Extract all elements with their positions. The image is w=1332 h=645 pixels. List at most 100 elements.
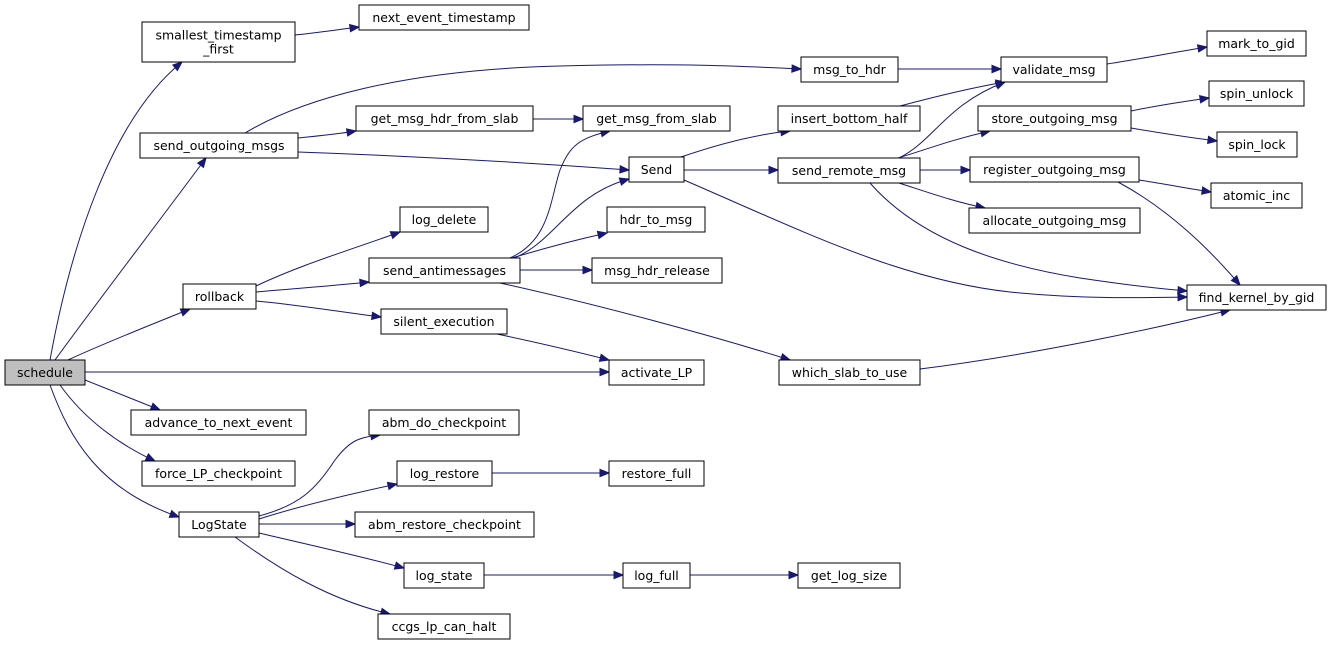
node-hdr-to-msg[interactable]: hdr_to_msg (606, 206, 706, 233)
edge-log_full-to-get_log_size (690, 570, 800, 580)
node-msg-hdr-release[interactable]: msg_hdr_release (591, 257, 723, 284)
node-send-antimessages[interactable]: send_antimessages (368, 257, 521, 284)
node-smallest-timestamp-first[interactable]: smallest_timestamp_first (141, 21, 296, 63)
node-store-outgoing-msg[interactable]: store_outgoing_msg (977, 105, 1132, 132)
node-box (178, 511, 260, 538)
node-label: abm_restore_checkpoint (368, 517, 521, 532)
node-box (777, 157, 921, 184)
node-send[interactable]: Send (628, 156, 685, 183)
node-label: log_full (634, 568, 679, 583)
node-get-msg-from-slab[interactable]: get_msg_from_slab (582, 105, 731, 132)
node-send-outgoing-msgs[interactable]: send_outgoing_msgs (139, 132, 299, 159)
node-label: atomic_inc (1223, 188, 1290, 203)
edge-insert_bottom_half-to-validate_msg (899, 79, 1007, 107)
node-validate-msg[interactable]: validate_msg (1000, 56, 1108, 83)
node-ccgs-lp-can-halt[interactable]: ccgs_lp_can_halt (377, 613, 511, 640)
edge-Send-to-send_remote_msg (684, 165, 780, 175)
node-spin-lock[interactable]: spin_lock (1216, 131, 1298, 158)
node-spin-unlock[interactable]: spin_unlock (1208, 80, 1305, 107)
arrowhead (788, 570, 800, 580)
node-next-event-timestamp[interactable]: next_event_timestamp (358, 4, 530, 31)
edge-schedule-to-send_outgoing_msgs (54, 156, 207, 361)
node-atomic-inc[interactable]: atomic_inc (1210, 182, 1303, 209)
node-box (368, 409, 520, 436)
node-msg-to-hdr[interactable]: msg_to_hdr (800, 56, 899, 83)
arrowhead (598, 353, 611, 362)
node-find-kernel-by-gid[interactable]: find_kernel_by_gid (1186, 284, 1327, 311)
node-label: ccgs_lp_can_halt (392, 619, 497, 634)
edge-send_outgoing_msgs-to-Send (297, 151, 631, 174)
node-log-delete[interactable]: log_delete (399, 206, 489, 233)
arrowhead (171, 61, 184, 72)
node-box (368, 257, 521, 284)
edge-schedule-to-rollback (67, 308, 192, 361)
edge-rollback-to-silent_execution (255, 300, 383, 321)
node-label: rollback (195, 289, 245, 304)
edge-send_antimessages-to-hdr_to_msg (511, 230, 609, 259)
node-box (622, 562, 691, 589)
node-box (182, 283, 257, 310)
edge-send_remote_msg-to-allocate_outgoing_msg (898, 182, 987, 211)
node-abm-restore-checkpoint[interactable]: abm_restore_checkpoint (354, 511, 535, 538)
edge-log_state-to-log_full (484, 570, 625, 580)
edge-which_slab_to_use-to-find_kernel_by_gid (919, 308, 1232, 370)
node-label: insert_bottom_half (791, 111, 908, 126)
node-silent-execution[interactable]: silent_execution (380, 308, 508, 335)
node-box (777, 105, 921, 132)
node-label: schedule (17, 365, 73, 380)
node-box (608, 460, 705, 487)
arrowhead (768, 165, 780, 175)
node-logstate[interactable]: LogState (178, 511, 260, 538)
edge-schedule-to-activate_LP (85, 367, 611, 377)
arrowhead (349, 23, 361, 33)
edge-smallest_timestamp_first-to-next_event_timestamp (294, 23, 361, 36)
node-label: silent_execution (393, 314, 494, 329)
node-send-remote-msg[interactable]: send_remote_msg (777, 157, 921, 184)
node-box (380, 308, 508, 335)
node-restore-full[interactable]: restore_full (608, 460, 705, 487)
node-label: send_antimessages (383, 263, 506, 278)
edge-store_outgoing_msg-to-spin_unlock (1130, 95, 1211, 112)
node-box (1206, 30, 1307, 57)
node-box (606, 206, 706, 233)
node-box (141, 460, 296, 487)
edge-LogState-to-ccgs_lp_can_halt (234, 536, 392, 617)
edge-rollback-to-send_antimessages (255, 278, 371, 293)
node-insert-bottom-half[interactable]: insert_bottom_half (777, 105, 921, 132)
edge-store_outgoing_msg-to-spin_lock (1130, 127, 1219, 145)
node-allocate-outgoing-msg[interactable]: allocate_outgoing_msg (968, 207, 1141, 234)
node-activate-lp[interactable]: activate_LP (608, 359, 705, 386)
node-log-state[interactable]: log_state (403, 562, 485, 589)
node-box (778, 359, 921, 386)
node-rollback[interactable]: rollback (182, 283, 257, 310)
node-get-msg-hdr-from-slab[interactable]: get_msg_hdr_from_slab (355, 105, 534, 132)
arrowhead (960, 165, 972, 175)
node-abm-do-checkpoint[interactable]: abm_do_checkpoint (368, 409, 520, 436)
node-force-lp-checkpoint[interactable]: force_LP_checkpoint (141, 460, 296, 487)
node-mark-to-gid[interactable]: mark_to_gid (1206, 30, 1307, 57)
node-get-log-size[interactable]: get_log_size (797, 562, 901, 589)
node-box (354, 511, 535, 538)
arrowhead (994, 81, 1007, 90)
arrowhead (149, 402, 162, 411)
node-box (628, 156, 685, 183)
arrowhead (791, 64, 803, 73)
node-advance-to-next-event[interactable]: advance_to_next_event (130, 409, 307, 436)
node-layer: schedule smallest_timestamp_first next_eve… (4, 4, 1327, 640)
node-log-full[interactable]: log_full (622, 562, 691, 589)
node-box (1000, 56, 1108, 83)
node-schedule[interactable]: schedule (4, 359, 86, 386)
node-which-slab-to-use[interactable]: which_slab_to_use (778, 359, 921, 386)
edge-send_remote_msg-to-validate_msg (898, 81, 1007, 159)
arrowhead (371, 311, 383, 321)
arrowhead (1200, 186, 1213, 195)
node-box (1216, 131, 1298, 158)
node-box (130, 409, 307, 436)
node-box (358, 4, 530, 31)
node-log-restore[interactable]: log_restore (396, 460, 493, 487)
node-box (139, 132, 299, 159)
node-register-outgoing-msg[interactable]: register_outgoing_msg (969, 156, 1140, 183)
arrowhead (389, 231, 402, 240)
node-label: force_LP_checkpoint (155, 466, 282, 481)
